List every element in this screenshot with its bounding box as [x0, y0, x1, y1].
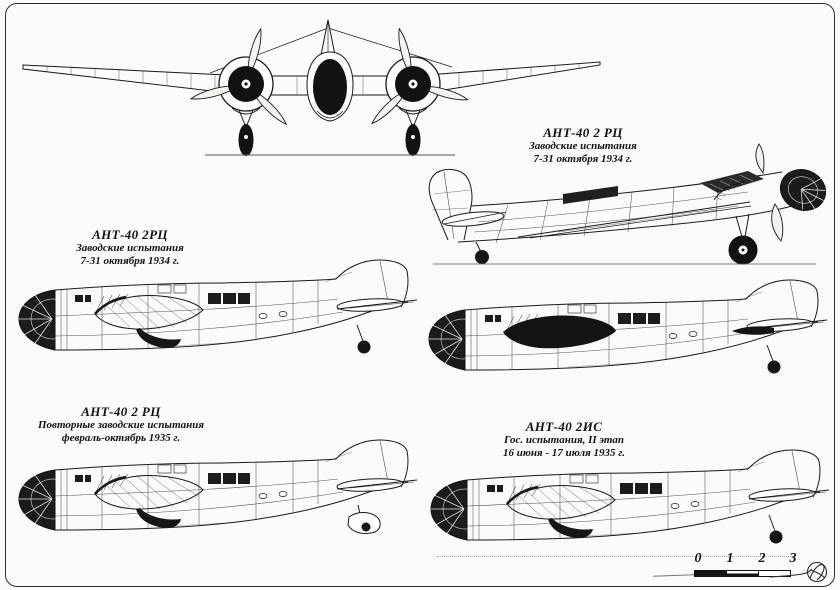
caption-line2: Заводские испытания [76, 242, 184, 255]
ground-line-faint [437, 556, 793, 557]
ant40-front-view-drawing [22, 19, 601, 156]
caption-line3: 7-31 октября 1934 г. [80, 255, 180, 268]
caption-line2: Гос. испытания, II этап [503, 434, 625, 447]
caption-mid-left: АНТ-40 2РЦ Заводские испытания 7-31 октя… [30, 227, 230, 268]
caption-line3: 7-31 октября 1934 г. [533, 153, 633, 166]
scale-segment [726, 570, 759, 577]
artist-monogram-icon [769, 561, 828, 583]
caption-line3: 16 июня - 17 июля 1935 г. [503, 447, 625, 460]
caption-line2: Повторные заводские испытания [37, 419, 205, 432]
scale-tick-3: 3 [789, 551, 797, 566]
ant40-side-view-2-drawing [428, 279, 828, 374]
scale-tick-1: 1 [726, 551, 734, 566]
ant40-side-view-taildown-drawing [428, 143, 827, 265]
ant40-side-view-3-drawing [18, 439, 418, 535]
caption-title: АНТ-40 2РЦ [92, 227, 168, 242]
caption-line2: Заводские испытания [529, 140, 637, 153]
caption-top-right: АНТ-40 2 РЦ Заводские испытания 7-31 окт… [453, 125, 713, 166]
scale-tick-2: 2 [758, 551, 766, 566]
caption-title: АНТ-40 2 РЦ [81, 404, 161, 419]
caption-title: АНТ-40 2 РЦ [543, 125, 623, 140]
scale-segment [694, 570, 727, 577]
ant40-side-view-1-drawing [18, 259, 418, 354]
caption-line3: февраль-октябрь 1935 г. [61, 432, 181, 445]
scale-tick-0: 0 [694, 551, 702, 566]
scale-lead-line [652, 574, 695, 577]
caption-bottom-right: АНТ-40 2ИС Гос. испытания, II этап 16 ию… [459, 419, 669, 460]
caption-bottom-left: АНТ-40 2 РЦ Повторные заводские испытани… [16, 404, 226, 445]
caption-title: АНТ-40 2ИС [525, 419, 603, 434]
